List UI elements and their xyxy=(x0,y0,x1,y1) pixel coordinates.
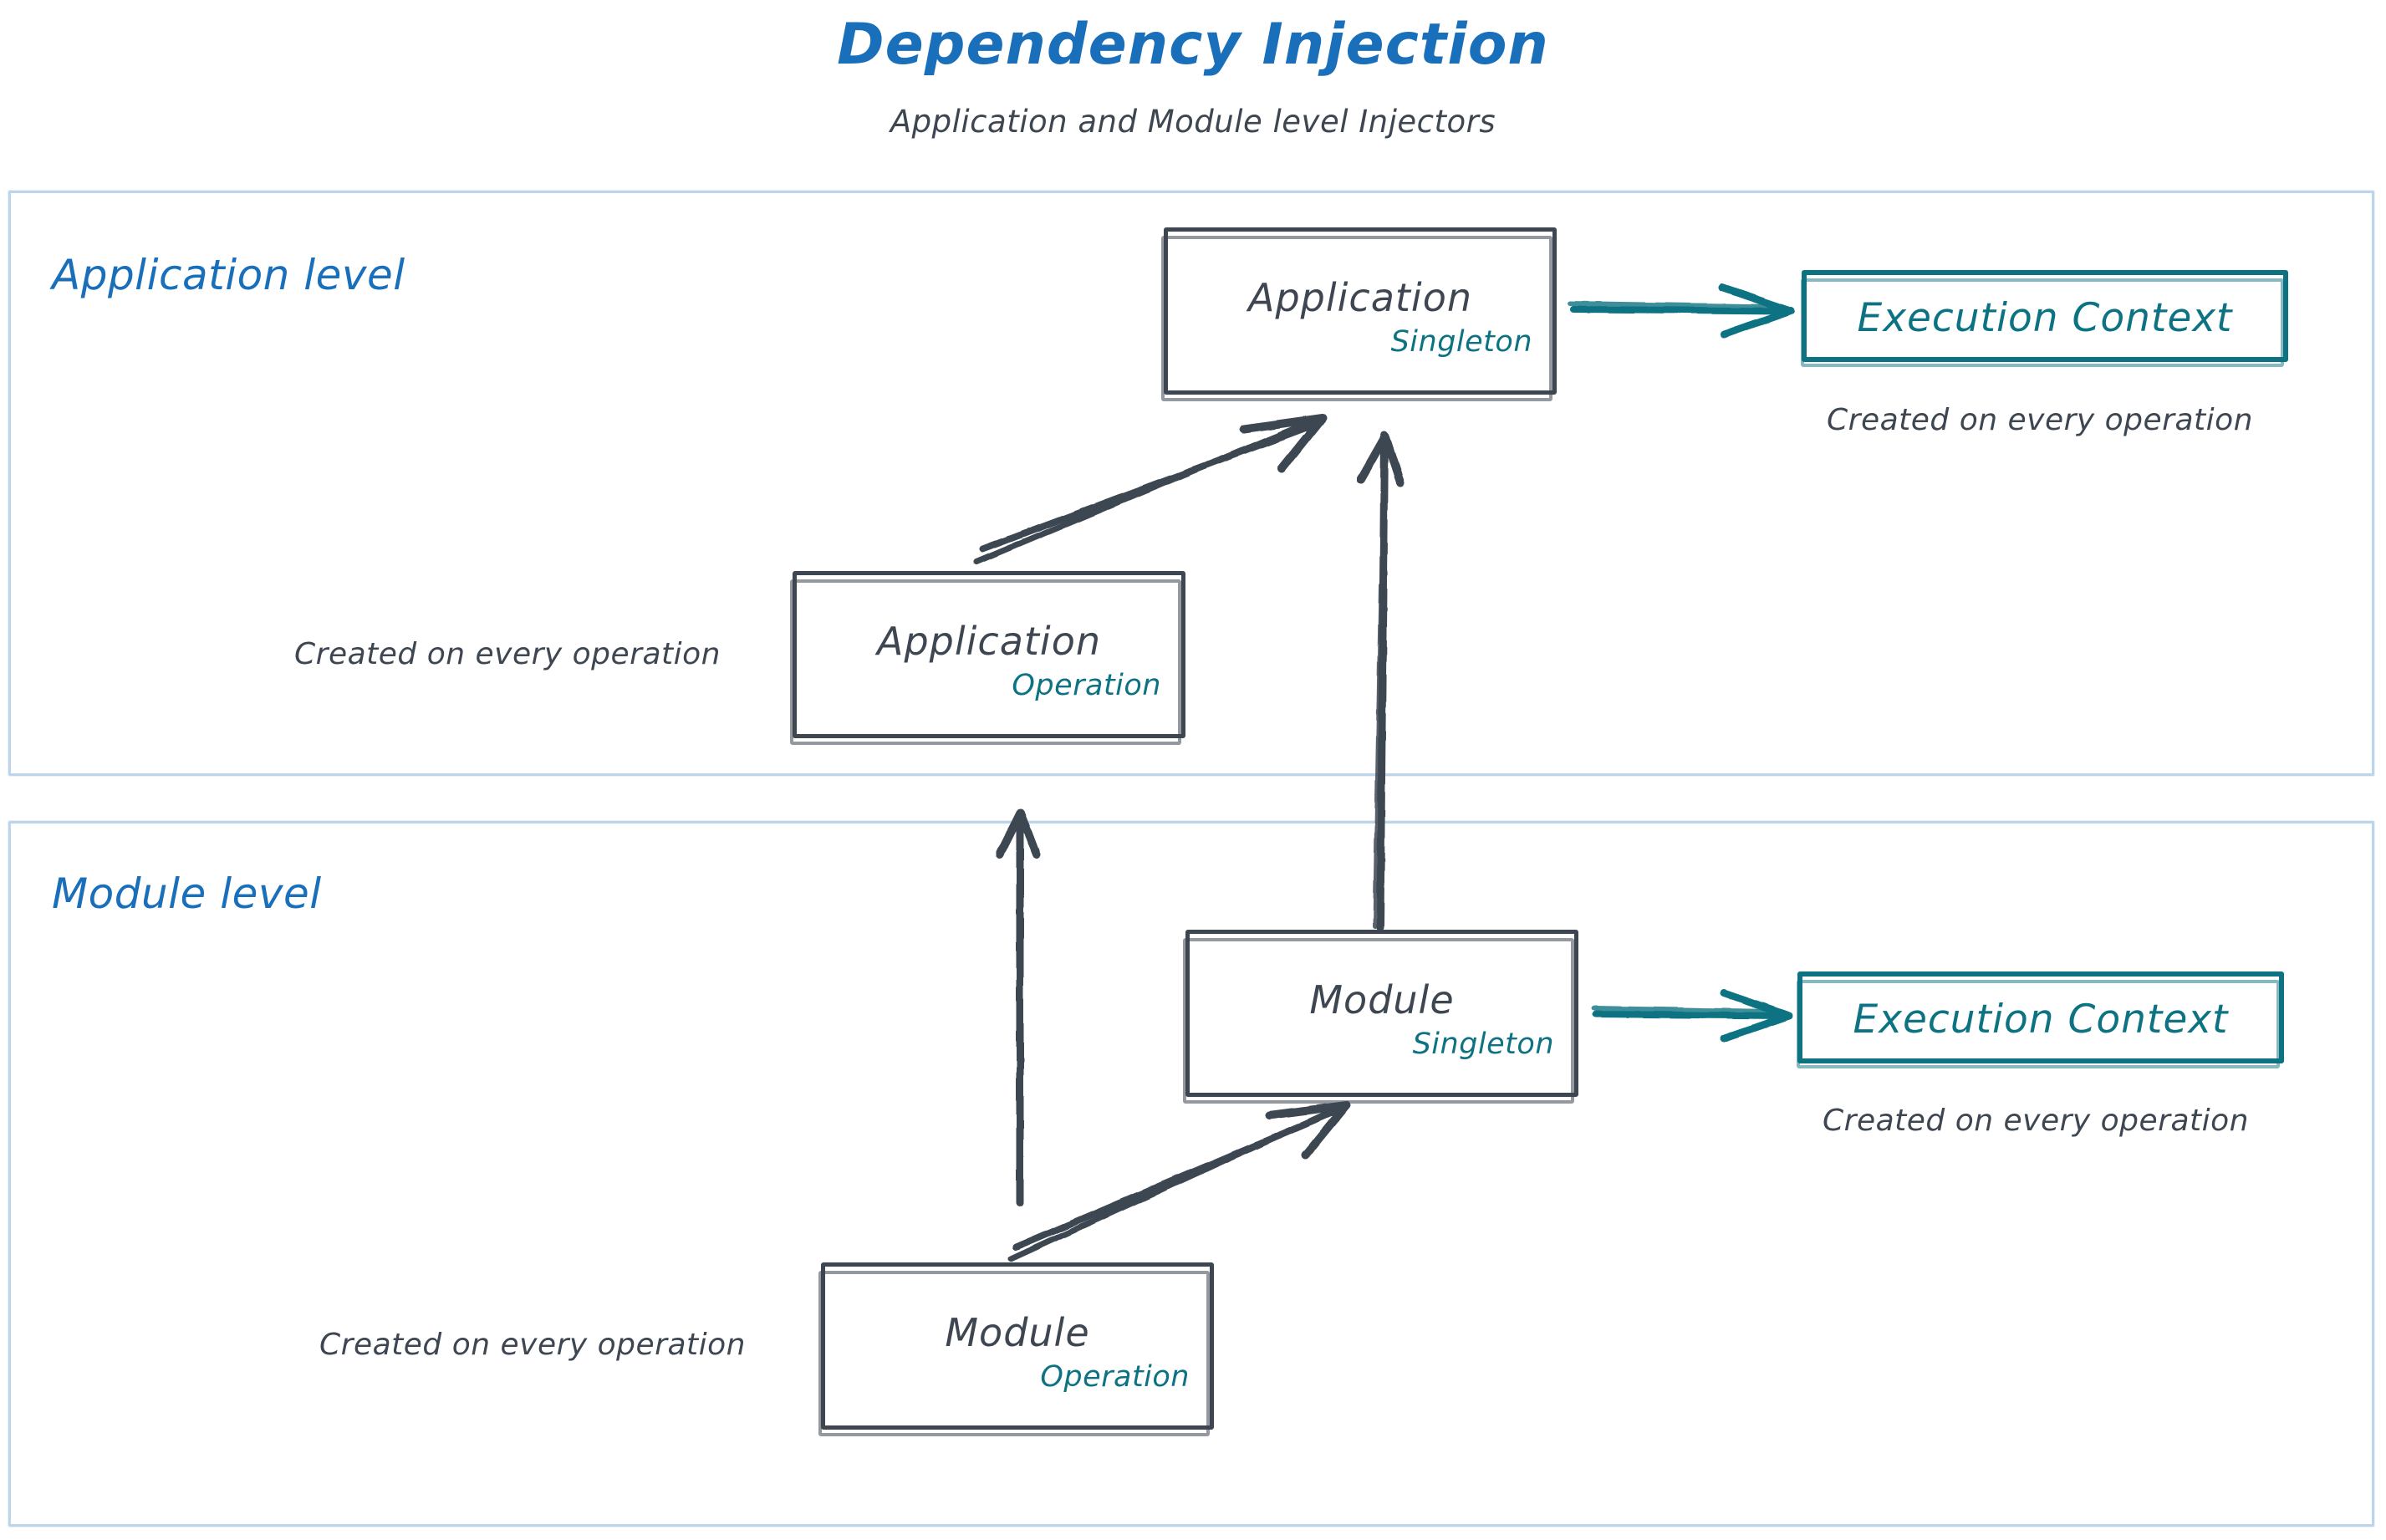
node-scope-tag: Singleton xyxy=(1412,1028,1554,1061)
page-title: Dependency Injection xyxy=(837,12,1549,78)
execution-context-application[interactable]: Execution Context xyxy=(1801,270,2288,367)
application-operation-caption: Created on every operation xyxy=(294,637,721,671)
execution-context-module[interactable]: Execution Context xyxy=(1797,971,2284,1068)
node-module-operation[interactable]: Module Operation xyxy=(818,1262,1214,1436)
node-title: Application xyxy=(876,619,1102,664)
node-title: Module xyxy=(945,1310,1090,1355)
module-level-label: Module level xyxy=(52,869,322,918)
execution-context-module-caption: Created on every operation xyxy=(1823,1104,2249,1138)
node-application-operation[interactable]: Application Operation xyxy=(790,571,1185,745)
execution-context-label: Execution Context xyxy=(1857,295,2233,341)
node-application-singleton[interactable]: Application Singleton xyxy=(1161,227,1557,401)
node-scope-tag: Singleton xyxy=(1390,325,1532,359)
node-scope-tag: Operation xyxy=(1040,1360,1190,1394)
application-level-label: Application level xyxy=(52,251,405,299)
node-module-singleton[interactable]: Module Singleton xyxy=(1183,930,1578,1104)
node-scope-tag: Operation xyxy=(1012,669,1161,702)
page-subtitle: Application and Module level Injectors xyxy=(890,104,1496,140)
execution-context-label: Execution Context xyxy=(1853,997,2229,1043)
execution-context-application-caption: Created on every operation xyxy=(1827,403,2253,437)
module-operation-caption: Created on every operation xyxy=(319,1328,746,1362)
node-title: Application xyxy=(1247,275,1473,320)
node-title: Module xyxy=(1309,977,1455,1022)
